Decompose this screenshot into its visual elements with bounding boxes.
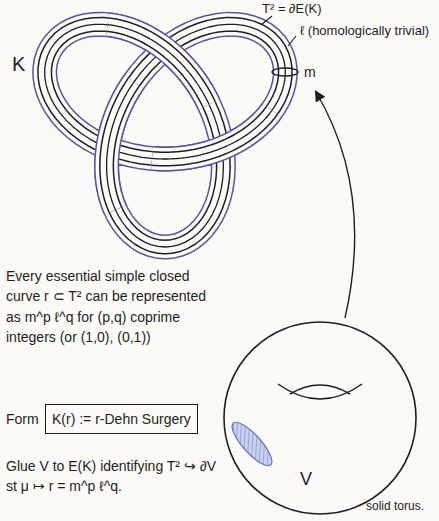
knot-over-core — [107, 25, 272, 210]
knot-tube-gap — [45, 24, 286, 247]
torus-hole — [290, 385, 350, 394]
surface-label: T² = ∂E(K) — [262, 0, 322, 19]
definition-box: K(r) := r-Dehn Surgery — [45, 404, 198, 434]
knot-over-inside — [107, 25, 272, 210]
leader-line — [261, 16, 272, 25]
knot-tube-wall — [45, 24, 286, 247]
knot-over-wall — [107, 25, 272, 210]
knot-over-outer — [107, 25, 272, 210]
knot-over-gap — [107, 25, 272, 210]
meridian-label: m — [304, 62, 316, 82]
note-text: Every essential simple closed curve r ⊂ … — [6, 266, 218, 347]
knot-tube-inside — [45, 24, 286, 247]
note-text: Glue V to E(K) identifying T² ↪ ∂V st μ … — [6, 456, 218, 497]
torus-label: V — [300, 466, 312, 492]
longitude-label: ℓ (homologically trivial) — [300, 22, 434, 41]
box-text: K(r) := r-Dehn Surgery — [52, 409, 191, 429]
meridian-curve — [272, 68, 298, 76]
solid-torus — [224, 322, 416, 514]
knot-core — [45, 24, 286, 247]
leader-line — [288, 36, 296, 46]
gluing-arrow — [316, 92, 355, 318]
meridian-disk — [227, 417, 278, 471]
knot-label: K — [12, 50, 25, 79]
caption-text: solid torus. — [366, 498, 424, 515]
form-word: Form — [6, 409, 39, 429]
knot-tube-outer — [45, 24, 286, 247]
torus-hole — [278, 384, 362, 399]
